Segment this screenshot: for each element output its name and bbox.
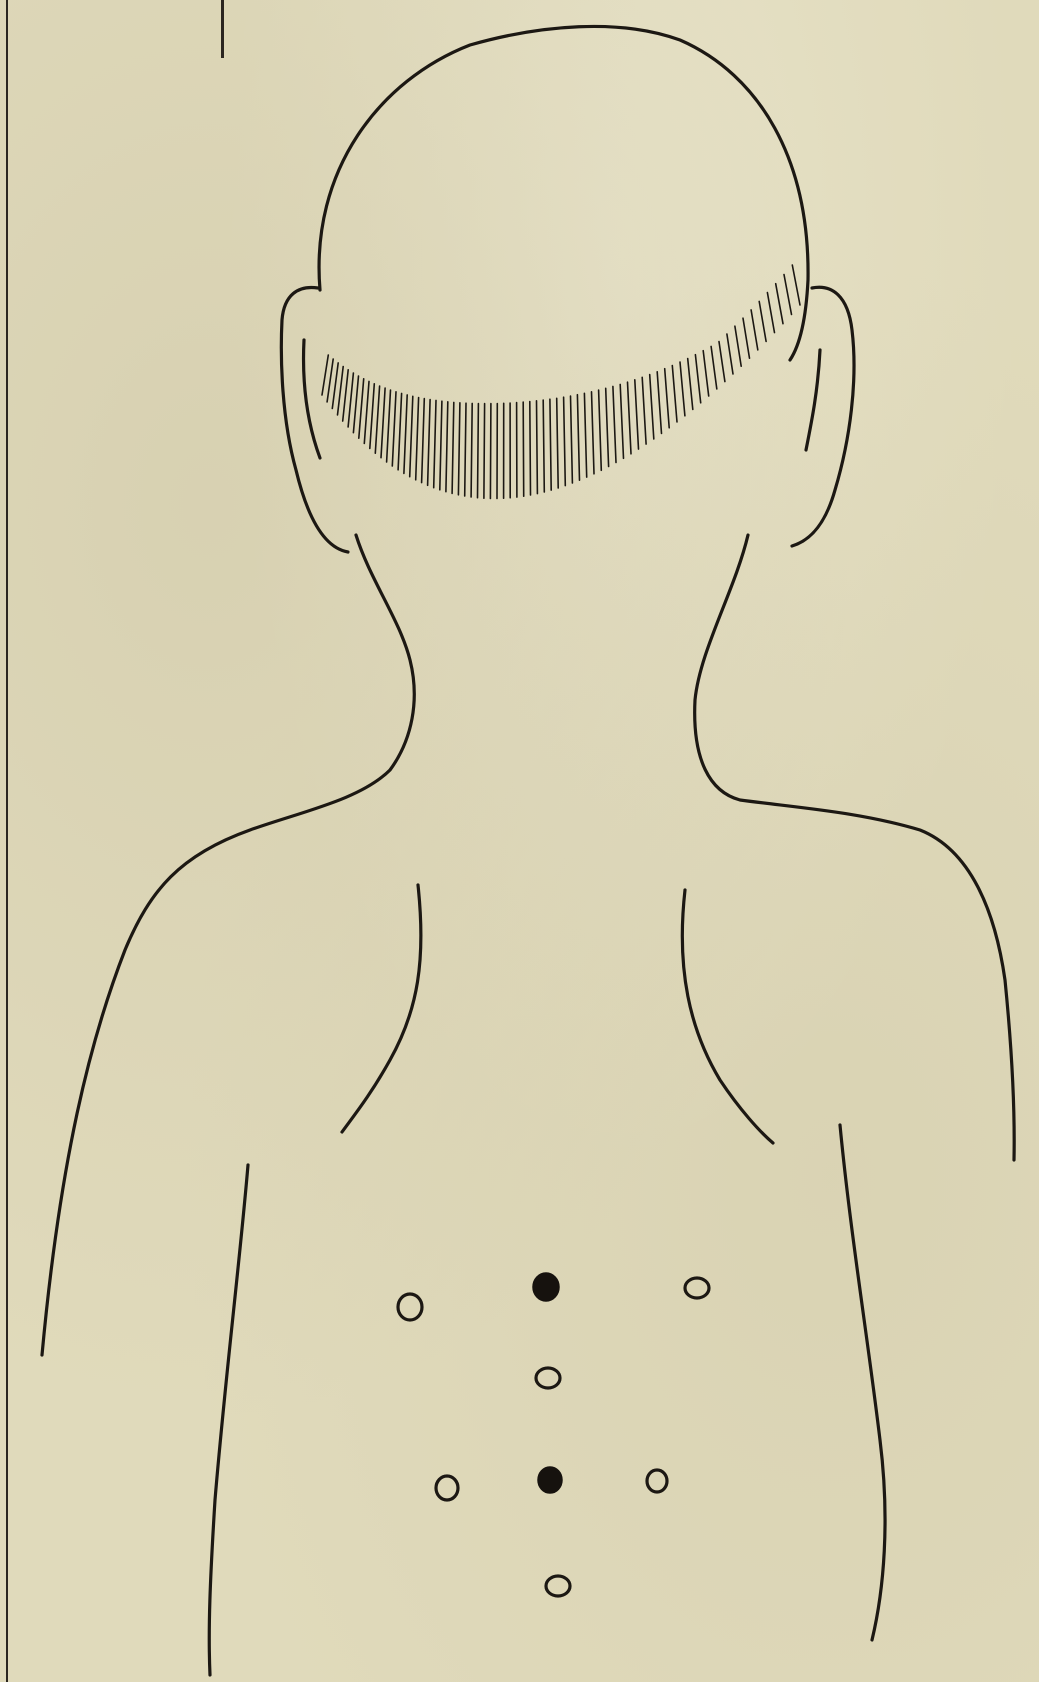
hair-stroke xyxy=(452,402,454,493)
hair-stroke xyxy=(353,376,358,433)
right-shoulder-blade xyxy=(682,890,773,1143)
hair-stroke xyxy=(784,275,792,315)
hair-stroke xyxy=(537,401,538,494)
hair-stroke xyxy=(557,398,559,488)
hair-stroke xyxy=(465,403,466,496)
hair-stroke xyxy=(530,402,531,496)
hair-stroke xyxy=(543,400,544,492)
hair-stroke xyxy=(672,366,677,422)
right-torso-contour xyxy=(840,1125,885,1640)
point-lower-center xyxy=(538,1467,562,1493)
hair-stroke xyxy=(571,396,573,483)
hair-stroke xyxy=(370,384,375,449)
point-upper-right xyxy=(685,1278,709,1298)
hair-stroke xyxy=(392,392,396,466)
hair-stroke xyxy=(327,359,333,402)
hair-stroke xyxy=(719,342,725,382)
point-lower-left xyxy=(436,1476,458,1500)
hair-stroke xyxy=(688,359,693,410)
point-bottom-center xyxy=(546,1576,570,1596)
hair-stroke xyxy=(458,403,460,495)
point-middle-center xyxy=(536,1368,560,1388)
point-upper-center xyxy=(533,1273,559,1301)
hair-stroke xyxy=(606,388,609,466)
hair-stroke xyxy=(343,370,349,421)
head-outline xyxy=(319,26,808,360)
hair-stroke xyxy=(657,372,661,434)
left-ear-inner xyxy=(304,340,320,458)
hair-stroke xyxy=(428,400,431,486)
hair-stroke xyxy=(410,396,413,476)
hair-stroke xyxy=(735,326,741,366)
hair-stroke xyxy=(577,395,579,481)
hair-stroke xyxy=(613,386,616,462)
point-lower-right xyxy=(647,1470,667,1492)
hair-stroke xyxy=(490,404,491,499)
hair-stroke xyxy=(434,400,436,487)
right-neck-shoulder-outline xyxy=(695,535,1015,1160)
hair-stroke xyxy=(592,392,595,474)
left-ear xyxy=(281,287,348,552)
hair-stroke xyxy=(650,375,654,439)
hair-stroke xyxy=(564,397,566,485)
spine-point-markers xyxy=(398,1273,709,1596)
right-ear-inner xyxy=(806,350,820,450)
hair-stroke xyxy=(322,355,328,395)
hair-stroke xyxy=(759,301,766,341)
hair-stroke xyxy=(348,373,353,427)
hair-stroke xyxy=(440,401,442,490)
hair-stroke xyxy=(332,363,338,409)
hair-stroke xyxy=(338,367,344,415)
hair-stroke xyxy=(628,382,632,454)
hair-stroke xyxy=(727,334,733,374)
hair-stroke xyxy=(404,395,407,474)
left-neck-shoulder-outline xyxy=(42,535,414,1355)
hair-stroke xyxy=(478,404,479,498)
hair-stroke xyxy=(471,403,472,497)
hair-stroke xyxy=(381,388,385,458)
hair-stroke xyxy=(359,379,364,438)
hair-stroke xyxy=(711,346,717,389)
hair-stroke xyxy=(635,380,639,449)
hair-stroke xyxy=(665,369,670,428)
left-shoulder-blade xyxy=(342,885,421,1132)
hair-stroke xyxy=(398,393,402,469)
hair-stroke xyxy=(422,399,425,483)
hair-stroke xyxy=(776,284,783,324)
hair-stroke xyxy=(642,377,646,444)
hair-stroke xyxy=(387,390,391,462)
hair-stroke xyxy=(751,310,758,350)
hair-stroke xyxy=(550,399,551,490)
hair-stroke xyxy=(620,384,623,458)
hair-stroke xyxy=(584,393,586,477)
hair-stroke xyxy=(523,402,524,496)
hair-stroke xyxy=(375,386,379,453)
hair-stroke xyxy=(484,404,485,499)
hair-stroke xyxy=(599,390,602,470)
hairline-shading xyxy=(322,265,800,499)
hair-stroke xyxy=(792,265,800,305)
hair-stroke xyxy=(416,398,419,480)
hair-stroke xyxy=(680,362,685,416)
hair-stroke xyxy=(695,355,700,403)
hair-stroke xyxy=(767,293,774,333)
hair-stroke xyxy=(364,381,369,443)
left-torso-contour xyxy=(209,1165,248,1675)
hair-stroke xyxy=(446,402,448,492)
hair-stroke xyxy=(743,318,750,358)
point-upper-left xyxy=(398,1294,422,1320)
hair-stroke xyxy=(703,351,709,396)
